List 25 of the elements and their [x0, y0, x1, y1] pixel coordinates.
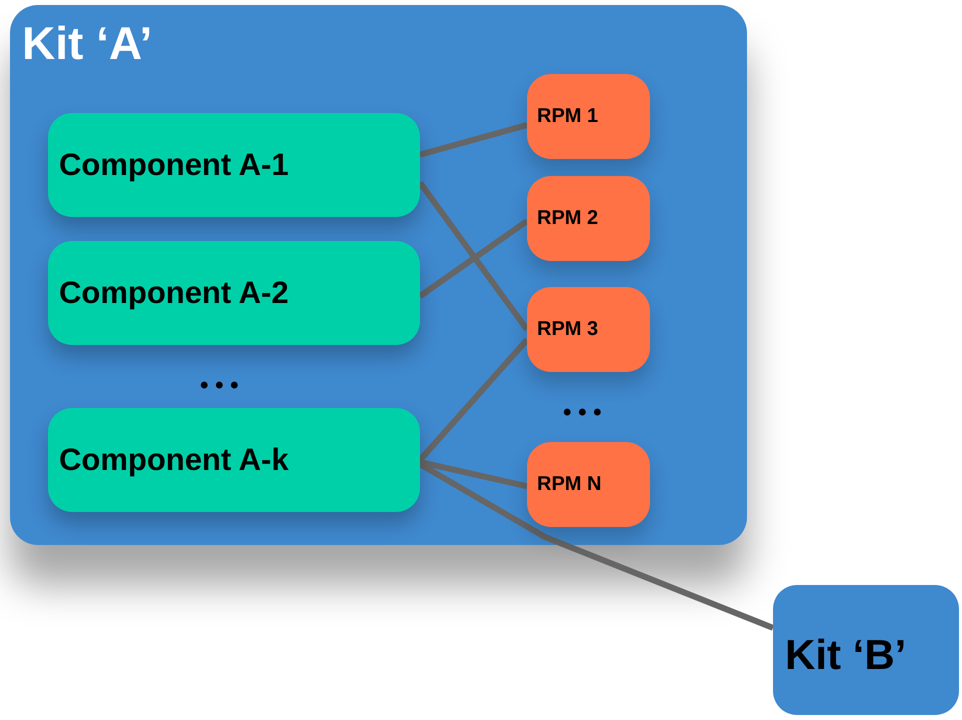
rpm-box [527, 176, 650, 261]
node-label: Kit ‘B’ [785, 630, 906, 680]
connector-line [418, 180, 530, 332]
rpm-box [527, 287, 650, 372]
node-label: Component A-1 [59, 146, 289, 184]
node-label: RPM 2 [537, 206, 598, 231]
connector-line [418, 338, 530, 462]
connector-line [418, 218, 529, 299]
connector-line [419, 459, 528, 490]
kit-panel [10, 5, 747, 545]
rpm-box [527, 74, 650, 159]
kit-box [773, 585, 959, 715]
node-label: RPM 1 [537, 104, 598, 129]
connector-line [419, 122, 528, 158]
node-label: Kit ‘A’ [22, 16, 152, 71]
node-label: RPM N [537, 472, 602, 497]
component-box [48, 113, 420, 217]
node-label: Component A-2 [59, 274, 289, 312]
node-label: RPM 3 [537, 317, 598, 342]
ellipsis-text: • • • [200, 371, 239, 401]
node-label: Component A-k [59, 440, 289, 479]
component-box [48, 408, 420, 512]
component-box [48, 241, 420, 345]
ellipsis-text: • • • [563, 398, 602, 428]
rpm-box [527, 442, 650, 527]
